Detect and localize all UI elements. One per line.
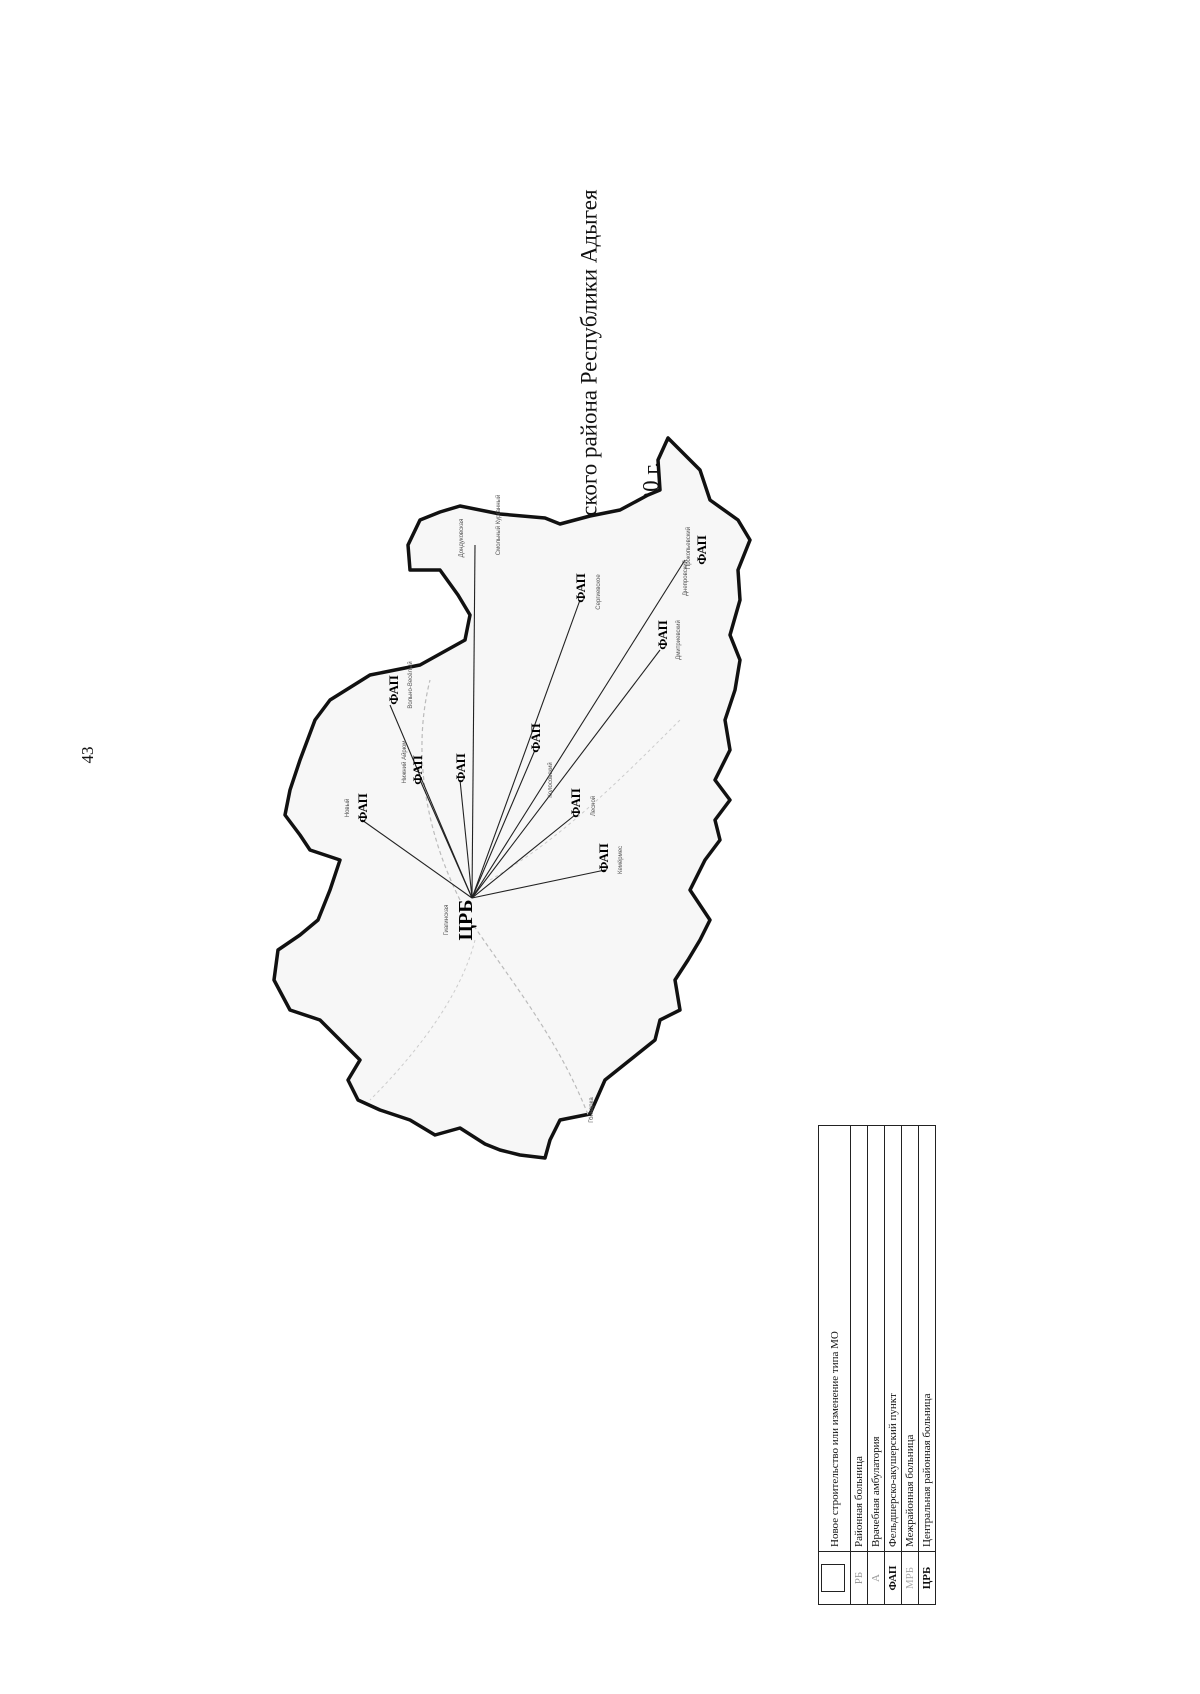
- legend-symbol-new: [818, 1551, 851, 1605]
- place-label-5: Днепровский: [682, 560, 689, 596]
- fap-place-11: Кемёрмес: [618, 846, 624, 874]
- legend-label: Межрайонная больница: [901, 1125, 919, 1552]
- road-4: [369, 939, 476, 1101]
- legend-row: ФАП Фельдшерско-акушерский пункт: [884, 1125, 902, 1605]
- line-to-fap-1: [361, 819, 473, 899]
- connection-lines: [361, 544, 686, 899]
- line-to-fap-4: [389, 704, 473, 899]
- legend-symbol: А: [867, 1551, 885, 1605]
- new-construction-icon: [821, 1564, 845, 1592]
- fap-marker-9: ФАП: [694, 535, 709, 565]
- hub-label: ЦРБ: [455, 900, 477, 941]
- map-labels: ЦРБ Гиагинская ФАП Новый ФАП Нижний Айрю…: [344, 495, 709, 1123]
- place-label-4: Колосовский: [547, 762, 554, 797]
- legend-symbol: ФАП: [884, 1551, 902, 1605]
- road-3: [489, 719, 681, 881]
- legend-row: РБ Районная больница: [850, 1125, 868, 1605]
- road-1: [469, 919, 591, 1121]
- line-to-fap-11: [471, 869, 606, 899]
- fap-marker-2: ФАП: [410, 755, 425, 785]
- legend-row: ЦРБ Центральная районная больница: [918, 1125, 936, 1605]
- legend-row: А Врачебная амбулатория: [867, 1125, 885, 1605]
- road-2: [421, 679, 461, 901]
- district-map: ЦРБ Гиагинская ФАП Новый ФАП Нижний Айрю…: [260, 420, 760, 1240]
- legend-symbol: РБ: [850, 1551, 868, 1605]
- fap-marker-11: ФАП: [596, 843, 611, 873]
- fap-place-1: Новый: [344, 799, 351, 818]
- fap-marker-8: ФАП: [655, 620, 670, 650]
- fap-place-7: Сергиевское: [596, 574, 602, 610]
- fap-marker-10: ФАП: [568, 788, 583, 818]
- fap-marker-4: ФАП: [386, 675, 401, 705]
- legend-label: Новое строительство или изменение типа М…: [818, 1125, 851, 1552]
- line-to-fap-10: [471, 814, 576, 899]
- line-to-fap-7: [471, 599, 581, 899]
- legend-label: Районная больница: [850, 1125, 868, 1552]
- legend-table: Новое строительство или изменение типа М…: [818, 1125, 936, 1605]
- line-to-fap-6: [471, 544, 476, 899]
- fap-marker-3: ФАП: [453, 753, 468, 783]
- legend: Новое строительство или изменение типа М…: [818, 1125, 988, 1605]
- legend-label: Центральная районная больница: [918, 1125, 936, 1552]
- place-label-2: Смольный Курганный: [495, 495, 502, 555]
- legend-symbol: ЦРБ: [918, 1551, 936, 1605]
- legend-label: Врачебная амбулатория: [867, 1125, 885, 1552]
- fap-place-4: Вольно-Весёлый: [407, 661, 414, 708]
- legend-label: Фельдшерско-акушерский пункт: [884, 1125, 902, 1552]
- legend-row: Новое строительство или изменение типа М…: [818, 1125, 851, 1605]
- line-to-fap-8: [471, 649, 661, 899]
- fap-marker-5: ФАП: [528, 723, 543, 753]
- legend-rotated: Новое строительство или изменение типа М…: [818, 1125, 988, 1605]
- district-map-svg: ЦРБ Гиагинская ФАП Новый ФАП Нижний Айрю…: [272, 436, 752, 1160]
- place-label-3: Гончарка: [589, 1097, 595, 1123]
- line-to-fap-9: [471, 559, 686, 899]
- fap-place-9: Прокопьевский: [685, 527, 692, 569]
- district-border: [272, 436, 752, 1160]
- fap-place-10: Лесной: [590, 796, 597, 816]
- fap-place-2: Нижний Айрюм: [401, 741, 408, 784]
- hub-place: Гиагинская: [444, 905, 450, 936]
- page-number: 43: [78, 746, 97, 764]
- fap-marker-1: ФАП: [355, 793, 370, 823]
- fap-place-8: Дмитриевский: [675, 620, 682, 660]
- line-to-fap-3: [459, 779, 473, 899]
- hub-marker: ЦРБ: [455, 900, 477, 941]
- line-to-fap-5: [471, 749, 536, 899]
- legend-row: МРБ Межрайонная больница: [901, 1125, 919, 1605]
- fap-marker-7: ФАП: [573, 573, 588, 603]
- legend-symbol: МРБ: [901, 1551, 919, 1605]
- place-label-1: Дондуковская: [459, 519, 465, 558]
